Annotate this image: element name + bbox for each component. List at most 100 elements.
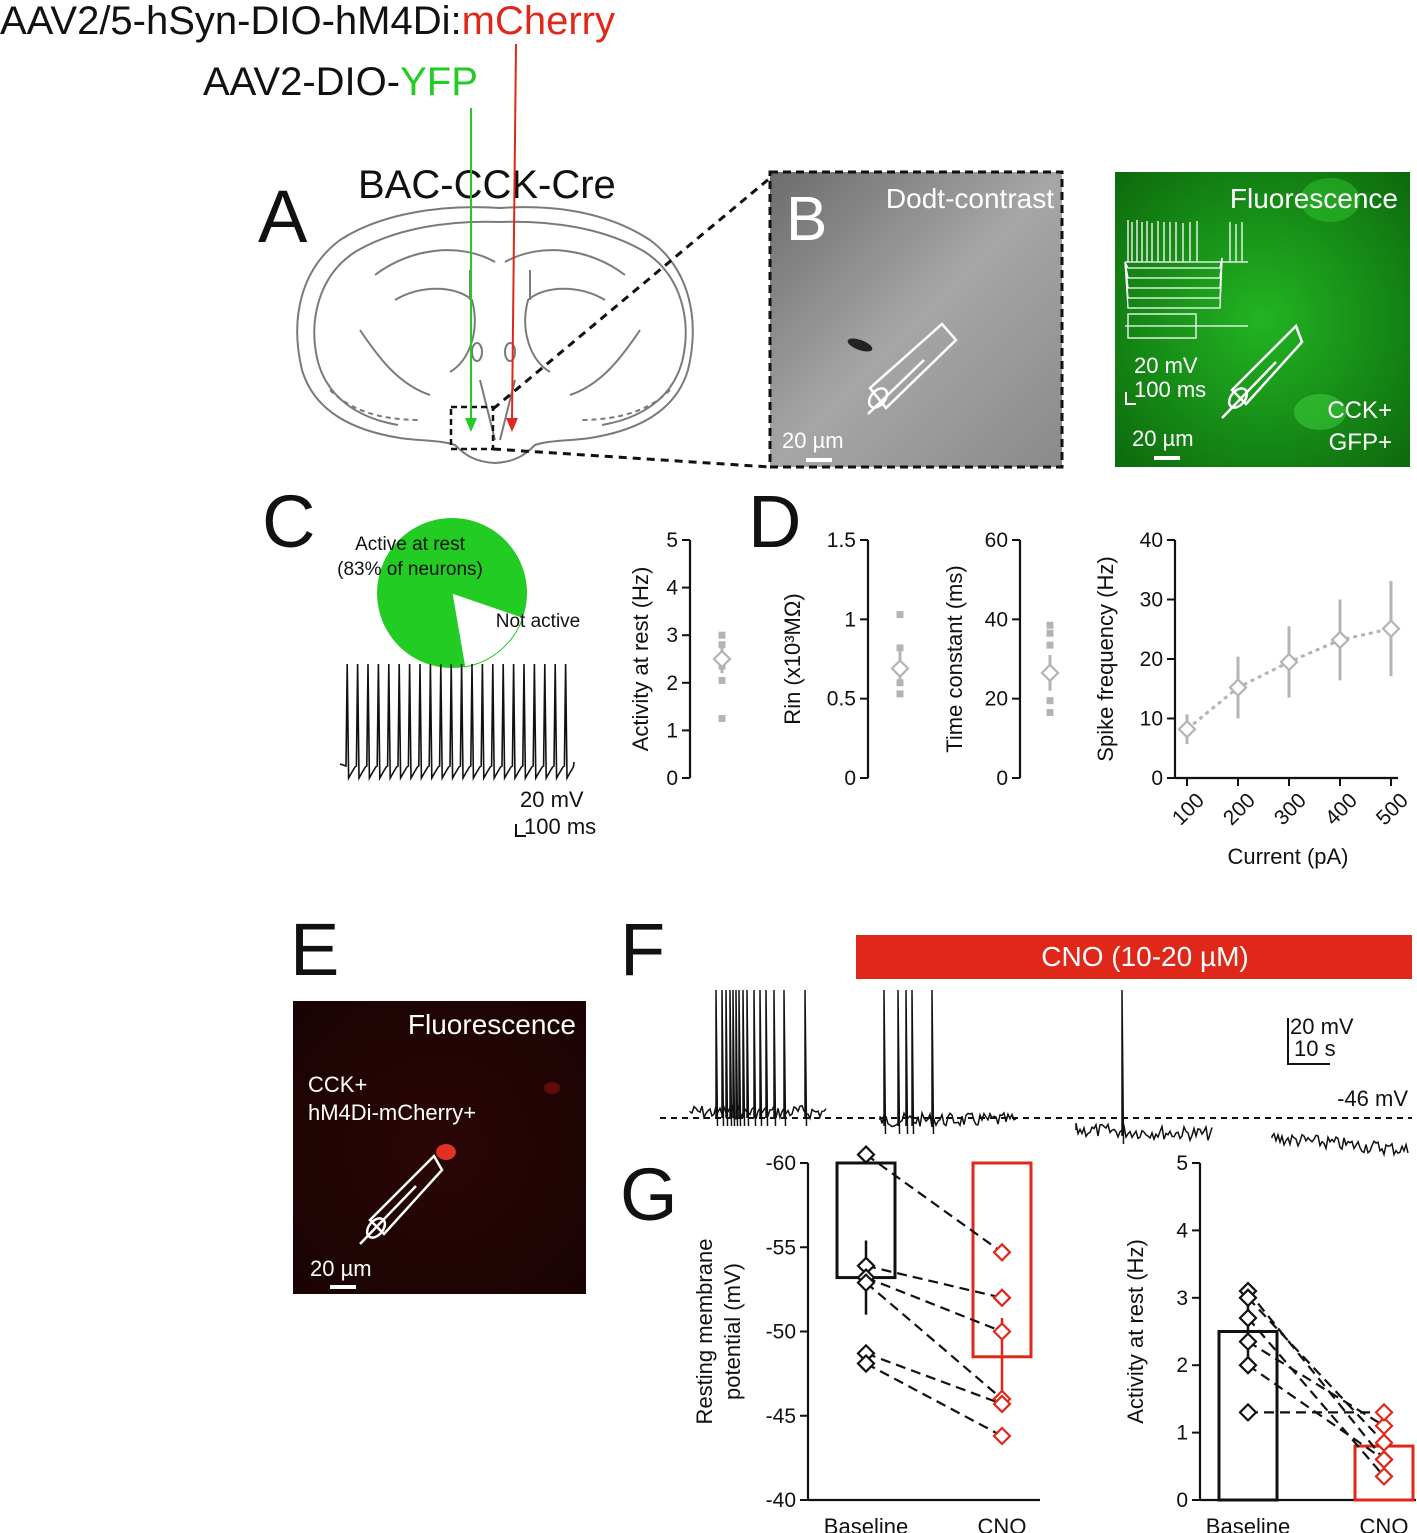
x-tick-label: 400 (1321, 789, 1362, 830)
y-axis-label: Time constant (ms) (942, 565, 967, 752)
pipette-icon (1221, 323, 1304, 419)
fluor-scale-label: 20 µm (1132, 426, 1194, 451)
x-tick-label: 200 (1219, 789, 1260, 830)
data-point (1238, 1355, 1258, 1375)
pair-line (865, 1362, 1003, 1437)
trace-c-scale-ms: 100 ms (524, 814, 596, 839)
data-point (856, 1273, 876, 1293)
spontaneous-firing-trace (339, 663, 575, 781)
dodt-contrast-label: Dodt-contrast (886, 183, 1054, 214)
y-axis-label: Rin (x10³MΩ) (780, 593, 805, 724)
y-tick-label: 5 (1176, 1152, 1188, 1175)
inset-scale-ms: 100 ms (1134, 377, 1206, 402)
virus-2-label: AAV2-DIO-YFP (203, 60, 478, 104)
f-scale-mv: 20 mV (1290, 1014, 1354, 1039)
y-tick-label: 2 (1176, 1354, 1188, 1377)
y-axis-label: Resting membrane (692, 1239, 717, 1425)
y-tick-label: 5 (666, 529, 678, 552)
y-tick-label: 1.5 (827, 529, 856, 552)
zoom-line-bottom (492, 447, 771, 469)
panel-c: C Active at rest (83% of neurons) Not ac… (262, 480, 732, 839)
fluorescent-cell-blob (436, 1144, 456, 1160)
mouse-line-label: BAC-CCK-Cre (358, 163, 616, 207)
x-tick-label: Baseline (824, 1514, 908, 1533)
fluorescence-label: Fluorescence (1230, 183, 1398, 214)
data-point (1046, 621, 1054, 629)
pie-chart (377, 518, 527, 668)
y-tick-label: 4 (1176, 1219, 1188, 1242)
y-axis-label: potential (mV) (720, 1263, 745, 1400)
y-tick-label: 40 (985, 608, 1008, 631)
y-tick-label: -50 (766, 1321, 796, 1344)
e-cell-label-hm4di: hM4Di-mCherry+ (308, 1100, 476, 1125)
virus-1-suffix: mCherry (462, 0, 615, 43)
data-point (1228, 678, 1248, 698)
mcherry-injection-arrow (511, 43, 517, 421)
pie-inactive-label: Not active (496, 611, 580, 632)
data-point (1374, 1466, 1394, 1486)
y-tick-label: 0 (666, 767, 678, 790)
y-tick-label: 20 (1140, 648, 1163, 671)
panel-letter-e: E (290, 908, 339, 991)
x-axis-label: Current (pA) (1227, 844, 1348, 869)
data-point (896, 690, 904, 698)
data-point (1238, 1308, 1258, 1328)
pair-line (1247, 1317, 1385, 1478)
data-point (1238, 1332, 1258, 1352)
data-point (856, 1353, 876, 1374)
panel-a: AAV2/5-hSyn-DIO-hM4Di:mCherry AAV2-DIO-Y… (0, 0, 771, 469)
y-tick-label: -55 (766, 1236, 796, 1259)
data-point (896, 644, 904, 652)
dodt-contrast-image (768, 170, 1064, 469)
y-tick-label: 0.5 (827, 688, 856, 711)
data-point (1374, 1433, 1394, 1453)
cell-label-cck: CCK+ (1327, 397, 1392, 424)
panel-letter-a: A (258, 175, 308, 258)
panel-letter-f: F (620, 908, 665, 991)
y-tick-label: -60 (766, 1152, 796, 1175)
pair-line (865, 1281, 1003, 1400)
y-tick-label: 3 (666, 624, 678, 647)
cno-recording-trace (689, 989, 1409, 1158)
x-tick-label: Baseline (1206, 1514, 1290, 1533)
fluorescent-cell-blob (544, 1082, 560, 1094)
y-tick-label: 2 (666, 672, 678, 695)
virus-2-prefix: AAV2-DIO- (203, 60, 400, 104)
virus-2-suffix: YFP (400, 60, 478, 104)
y-axis-label: Activity at rest (Hz) (1123, 1239, 1148, 1424)
pie-active-label-line1: Active at rest (355, 534, 466, 555)
x-tick-label: 500 (1372, 789, 1413, 830)
x-tick-label: 100 (1168, 789, 1209, 830)
mean-marker (1040, 663, 1060, 683)
mean-marker (890, 658, 910, 679)
pie-slice-inactive (451, 592, 524, 668)
pair-line (865, 1264, 1003, 1299)
data-point (1374, 1450, 1394, 1470)
pair-line (1247, 1297, 1385, 1444)
inset-scale-bar (1125, 392, 1136, 405)
cno-application-label: CNO (10-20 µM) (1041, 941, 1249, 972)
data-point (1374, 1416, 1394, 1436)
cell-shadow (847, 338, 873, 352)
y-tick-label: 60 (985, 529, 1008, 552)
y-tick-label: 10 (1140, 708, 1163, 731)
data-point (718, 676, 726, 684)
pair-line (865, 1276, 1003, 1333)
f-scale-s: 10 s (1294, 1036, 1336, 1061)
mcherry-arrowhead-icon (506, 418, 518, 432)
f-baseline-label: -46 mV (1337, 1086, 1408, 1111)
panel-b: B Dodt-contrast 20 µm Fluorescence 20 mV… (768, 170, 1410, 469)
pair-line (865, 1352, 1003, 1405)
pair-line (865, 1153, 1003, 1254)
data-point (1238, 1402, 1258, 1422)
data-point (1177, 719, 1197, 739)
y-tick-label: 0 (1176, 1489, 1188, 1512)
injection-arrows (465, 43, 518, 432)
y-tick-label: 0 (844, 767, 856, 790)
virus-1-label: AAV2/5-hSyn-DIO-hM4Di:mCherry (0, 0, 615, 43)
cno-application-bar (856, 935, 1412, 979)
